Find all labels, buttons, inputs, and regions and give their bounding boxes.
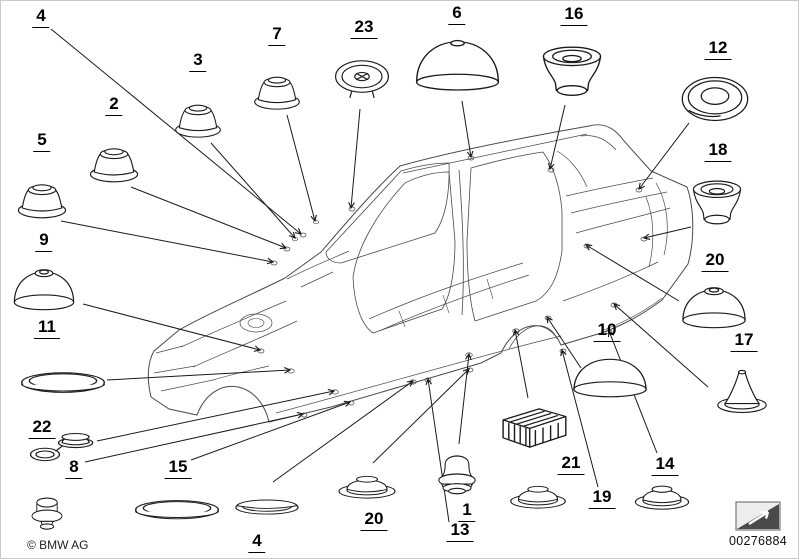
leader-line-11 — [106, 370, 290, 381]
part-label-20-right[interactable]: 20 — [701, 250, 729, 272]
leader-line-16 — [550, 104, 566, 169]
part-16-funnel-icon — [526, 38, 618, 108]
part-19-flange-cap-icon — [499, 472, 577, 524]
leader-line-17 — [614, 304, 709, 388]
part-label-8[interactable]: 8 — [65, 457, 83, 479]
part-21-ribbed-block-icon — [486, 397, 581, 465]
leader-line-7 — [286, 114, 315, 221]
part-label-4-top[interactable]: 4 — [32, 6, 50, 28]
part-7-cap-icon — [241, 62, 313, 120]
part-label-2[interactable]: 2 — [105, 94, 123, 116]
part-2-cap-icon — [76, 133, 152, 193]
leader-line-8 — [84, 414, 303, 463]
leader-line-20-right — [586, 245, 680, 302]
part-14-flange-cap-icon — [624, 471, 700, 526]
leader-line-20-bottom — [372, 369, 469, 464]
document-badge: 00276884 — [723, 501, 793, 548]
leader-line-2 — [130, 186, 286, 248]
leader-line-12 — [639, 122, 690, 189]
leader-line-23 — [351, 108, 361, 208]
part-label-11[interactable]: 11 — [34, 317, 60, 339]
part-label-20-bottom[interactable]: 20 — [360, 509, 388, 531]
part-label-4-bottom[interactable]: 4 — [248, 531, 266, 553]
leader-line-4-bottom — [272, 381, 413, 483]
part-label-6[interactable]: 6 — [448, 3, 466, 25]
part-label-1[interactable]: 1 — [458, 500, 476, 522]
part-label-15[interactable]: 15 — [164, 457, 192, 479]
part-label-13[interactable]: 13 — [446, 520, 474, 542]
diagram-thumbnail-icon[interactable] — [735, 501, 781, 531]
part-label-9[interactable]: 9 — [35, 230, 53, 252]
part-22-ring-clip-icon — [18, 418, 108, 473]
diagram-number: 00276884 — [728, 534, 787, 548]
leader-line-1 — [458, 354, 469, 445]
part-label-23[interactable]: 23 — [350, 17, 378, 39]
part-1-tall-plug-icon — [422, 443, 492, 505]
part-6-big-dome-icon — [410, 34, 505, 104]
part-23-oval-cross-icon — [322, 51, 402, 111]
part-15-flat-disc-icon — [129, 485, 225, 537]
part-20-bottom-flange-cap-icon — [327, 462, 407, 514]
part-label-12[interactable]: 12 — [704, 38, 732, 60]
part-label-22[interactable]: 22 — [28, 417, 56, 439]
part-label-17[interactable]: 17 — [730, 330, 758, 352]
leader-line-10 — [547, 317, 582, 369]
leader-line-19 — [562, 350, 599, 488]
part-18-funnel-icon — [679, 173, 755, 235]
part-label-14[interactable]: 14 — [651, 454, 679, 476]
part-label-21[interactable]: 21 — [557, 453, 585, 475]
part-label-19[interactable]: 19 — [588, 487, 616, 509]
part-3-cap-icon — [162, 90, 234, 148]
part-label-7[interactable]: 7 — [268, 24, 286, 46]
part-20-right-dome-nub-icon — [672, 280, 756, 342]
leader-line-21 — [515, 330, 529, 399]
leader-line-5 — [60, 220, 273, 262]
leader-line-15 — [190, 402, 350, 461]
leader-line-3 — [210, 142, 295, 238]
part-5-cap-icon — [4, 169, 80, 229]
part-8-small-plug-icon — [17, 483, 77, 543]
part-9-dome-nub-icon — [4, 262, 84, 324]
car-body-shell — [147, 124, 694, 423]
part-12-grommet-icon — [672, 66, 758, 132]
leader-line-6 — [461, 100, 471, 157]
leader-line-22 — [96, 391, 334, 442]
part-label-3[interactable]: 3 — [189, 50, 207, 72]
part-17-cone-icon — [703, 364, 781, 426]
part-label-18[interactable]: 18 — [704, 140, 732, 162]
part-11-flat-disc-icon — [15, 356, 111, 412]
leader-line-13 — [428, 379, 450, 523]
leader-line-9 — [82, 303, 260, 350]
copyright-notice: © BMW AG — [27, 538, 89, 552]
part-label-5[interactable]: 5 — [33, 130, 51, 152]
part-label-10[interactable]: 10 — [593, 320, 621, 342]
part-label-16[interactable]: 16 — [560, 4, 588, 26]
leader-lines-layer — [50, 28, 709, 523]
part-4-bottom-flat-cap-icon — [225, 480, 309, 530]
leader-line-18 — [644, 226, 692, 238]
part-10-half-dome-icon — [566, 351, 654, 411]
